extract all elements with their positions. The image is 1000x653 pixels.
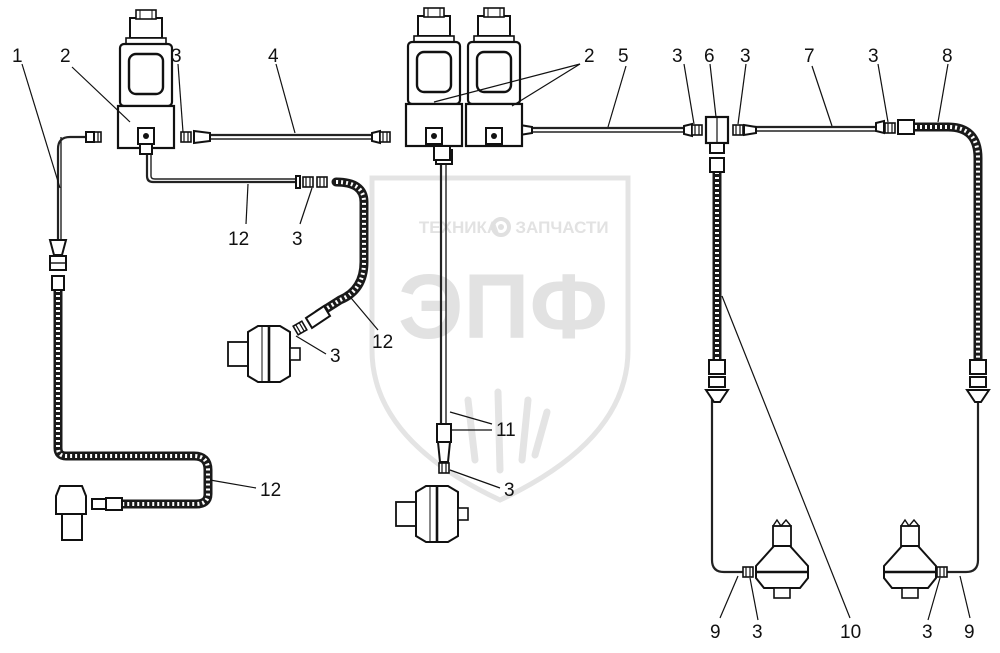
callout-3: 3 bbox=[292, 229, 303, 250]
callout-3: 3 bbox=[672, 46, 683, 67]
callout-2: 2 bbox=[60, 46, 71, 67]
callout-9: 9 bbox=[964, 622, 975, 643]
hose-12-right bbox=[316, 180, 366, 316]
callout-3: 3 bbox=[752, 622, 763, 643]
watermark-text-left: ТЕХНИКА bbox=[419, 218, 499, 237]
callout-1: 1 bbox=[12, 46, 23, 67]
tube-12-upper bbox=[145, 150, 300, 184]
hose-8 bbox=[910, 125, 980, 360]
callout-3: 3 bbox=[868, 46, 879, 67]
hose-12-lower bbox=[56, 290, 210, 506]
callout-10: 10 bbox=[840, 622, 861, 643]
watermark-text-right: ЗАПЧАСТИ bbox=[515, 218, 608, 237]
gear-icon bbox=[491, 217, 511, 237]
callout-3: 3 bbox=[740, 46, 751, 67]
watermark: ТЕХНИКА ЗАПЧАСТИ ЭПФ bbox=[369, 175, 631, 503]
tubes bbox=[56, 125, 980, 574]
fittings bbox=[48, 115, 991, 578]
brake-chamber-lower-left bbox=[754, 518, 810, 600]
callout-3: 3 bbox=[922, 622, 933, 643]
brake-chamber-middle bbox=[394, 484, 470, 544]
tube-9-left bbox=[710, 395, 744, 574]
callout-6: 6 bbox=[704, 46, 715, 67]
callout-12: 12 bbox=[260, 480, 281, 501]
cab-end-fitting bbox=[55, 485, 87, 541]
brake-chamber-left bbox=[226, 324, 302, 384]
tube-9-right bbox=[946, 395, 980, 574]
callout-3: 3 bbox=[504, 480, 515, 501]
callout-9: 9 bbox=[710, 622, 721, 643]
callout-12: 12 bbox=[228, 229, 249, 250]
callout-11: 11 bbox=[496, 420, 516, 441]
watermark-logo: ЭПФ bbox=[398, 256, 608, 358]
callout-2: 2 bbox=[584, 46, 595, 67]
callout-7: 7 bbox=[804, 46, 815, 67]
brake-valve-left bbox=[116, 8, 176, 155]
callout-3: 3 bbox=[171, 46, 182, 67]
watermark-shield bbox=[369, 175, 631, 503]
leader-lines bbox=[21, 63, 971, 621]
callouts: 1 2 3 4 2 5 3 6 3 7 3 8 12 3 3 12 11 3 1… bbox=[12, 46, 975, 643]
callout-3: 3 bbox=[330, 346, 341, 367]
callout-5: 5 bbox=[618, 46, 629, 67]
callout-8: 8 bbox=[942, 46, 953, 67]
brake-valve-pair bbox=[404, 6, 524, 161]
callout-4: 4 bbox=[268, 46, 279, 67]
tube-1 bbox=[56, 135, 98, 240]
brake-chamber-lower-right bbox=[882, 518, 938, 600]
callout-12: 12 bbox=[372, 332, 393, 353]
